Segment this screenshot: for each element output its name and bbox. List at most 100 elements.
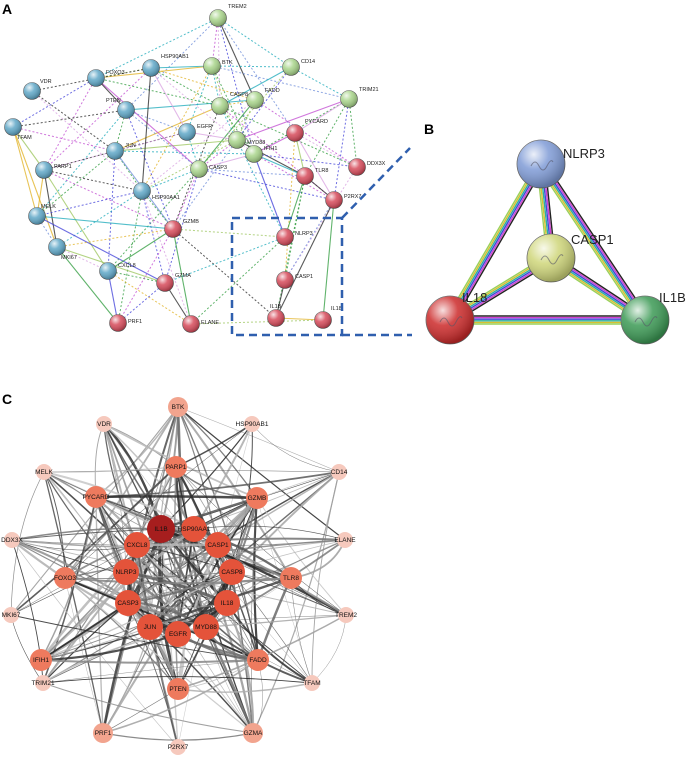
node-p2rx7[interactable]: P2RX7 [168, 739, 189, 755]
node-label: IL18 [331, 306, 342, 312]
node-label: EGFR [197, 124, 212, 130]
node-casp1[interactable]: CASP1 [205, 532, 231, 558]
node-ifih1[interactable]: IFIH1 [246, 146, 278, 163]
network-edge [218, 18, 295, 133]
node-label: NLRP3 [295, 231, 313, 237]
network-edge [254, 154, 285, 237]
node-nlrp3[interactable]: NLRP3 [517, 140, 605, 188]
node-gzma[interactable]: GZMA [243, 723, 263, 743]
node-vdr[interactable]: VDR [96, 416, 112, 432]
node-label: CASP8 [230, 92, 248, 98]
node-label: DDX3X [1, 537, 23, 544]
node-mki67[interactable]: MKI67 [49, 239, 77, 262]
node-nlrp3[interactable]: NLRP3 [113, 559, 139, 585]
node-label: FOXO3 [54, 575, 76, 582]
node-il18[interactable]: IL18 [214, 590, 240, 616]
network-edge [173, 229, 285, 237]
network-edge [96, 496, 257, 498]
node-myd88[interactable]: MYD88 [193, 614, 219, 640]
node-tfam[interactable]: TFAM [303, 675, 320, 691]
network-edge [291, 67, 349, 99]
node-label: JUN [125, 143, 136, 149]
node-il18[interactable]: IL18 [315, 306, 342, 329]
node-fadd[interactable]: FADD [247, 649, 269, 671]
node-egfr[interactable]: EGFR [165, 621, 191, 647]
node-casp8[interactable]: CASP8 [219, 559, 245, 585]
node-btk[interactable]: BTK [168, 397, 188, 417]
node-label: NLRP3 [116, 569, 137, 576]
network-edge [349, 99, 357, 167]
node-ddx3x[interactable]: DDX3X [349, 159, 386, 176]
node-label: CASP3 [117, 600, 139, 607]
node-pten[interactable]: PTEN [167, 678, 189, 700]
node-parp1[interactable]: PARP1 [165, 456, 187, 478]
node-cd14[interactable]: CD14 [283, 59, 316, 76]
node-label: P2RX7 [168, 744, 189, 751]
node-elane[interactable]: ELANE [183, 316, 220, 333]
node-label: BTK [172, 404, 185, 411]
node-foxo3[interactable]: FOXO3 [88, 70, 125, 87]
node-label: IL1B [270, 304, 282, 310]
node-ifih1[interactable]: IFIH1 [30, 649, 52, 671]
node-label: MYD88 [247, 140, 265, 146]
node-il1b[interactable]: IL1B [268, 304, 285, 327]
node-label: PRF1 [95, 730, 112, 737]
node-jun[interactable]: JUN [107, 143, 136, 160]
node-il1b[interactable]: IL1B [147, 515, 175, 543]
node-label: PARP1 [54, 164, 72, 170]
node-casp3[interactable]: CASP3 [115, 590, 141, 616]
node-trim21[interactable]: TRIM21 [341, 87, 379, 108]
node-label: GZMB [248, 495, 267, 502]
node-label: MYD88 [195, 624, 217, 631]
node-hsp90ab1[interactable]: HSP90AB1 [143, 54, 189, 77]
node-myd88[interactable]: MYD88 [229, 132, 266, 149]
panel-b-label: B [424, 121, 434, 137]
node-label: MKI67 [61, 255, 77, 261]
node-label: VDR [97, 421, 111, 428]
node-label: TRIM21 [31, 680, 55, 687]
node-gzmb[interactable]: GZMB [246, 487, 268, 509]
node-prf1[interactable]: PRF1 [110, 315, 143, 332]
network-edge [118, 283, 165, 323]
node-label: TREM2 [335, 612, 357, 619]
network-edge [142, 68, 151, 191]
node-tlr8[interactable]: TLR8 [280, 567, 302, 589]
node-label: TLR8 [283, 575, 299, 582]
network-edge [115, 151, 254, 154]
node-label: HSP90AB1 [236, 421, 269, 428]
node-label: BTK [222, 60, 233, 66]
node-label: HSP90AA1 [178, 526, 211, 533]
node-label: P2RX7 [344, 194, 361, 200]
network-edge [312, 472, 339, 683]
node-nlrp3[interactable]: NLRP3 [277, 229, 313, 246]
network-edge [57, 229, 173, 247]
node-tfam[interactable]: TFAM [5, 119, 33, 142]
zoom-indicator [232, 148, 412, 335]
node-label: CXCL8 [118, 263, 136, 269]
node-gzma[interactable]: GZMA [157, 273, 192, 292]
node-hsp90ab1[interactable]: HSP90AB1 [236, 416, 269, 432]
node-cxcl8[interactable]: CXCL8 [124, 532, 150, 558]
network-edge [252, 424, 339, 472]
node-vdr[interactable]: VDR [24, 79, 52, 100]
network-edge [206, 615, 346, 627]
network-edge [334, 99, 349, 200]
node-p2rx7[interactable]: P2RX7 [326, 192, 362, 209]
node-trem2[interactable]: TREM2 [210, 4, 247, 27]
node-label: IL18 [462, 290, 487, 305]
node-jun[interactable]: JUN [137, 614, 163, 640]
node-label: JUN [144, 624, 157, 631]
node-pten[interactable]: PTEN [106, 98, 135, 119]
node-label: TLR8 [315, 168, 328, 174]
network-edge [44, 467, 176, 472]
node-pycard[interactable]: PYCARD [287, 119, 328, 142]
node-label: DDX3X [367, 161, 386, 167]
node-gzmb[interactable]: GZMB [165, 219, 200, 238]
node-label: CASP3 [209, 165, 227, 171]
node-parp1[interactable]: PARP1 [36, 162, 72, 179]
network-edge [255, 100, 357, 167]
network-edge [254, 154, 334, 200]
node-prf1[interactable]: PRF1 [93, 723, 113, 743]
